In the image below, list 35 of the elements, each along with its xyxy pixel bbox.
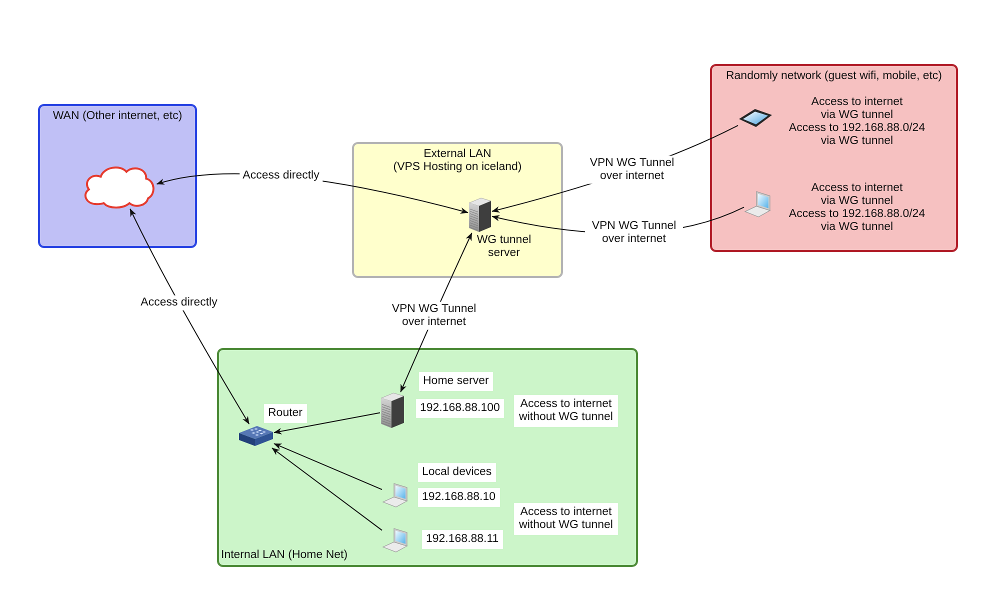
access-note: Access to internet without WG tunnel (514, 503, 618, 536)
access-note: Access to 192.168.88.0/24 via WG tunnel (788, 122, 926, 148)
server-icon (468, 197, 492, 233)
router-icon (238, 424, 274, 448)
device-label: Home server (419, 372, 493, 392)
laptop-icon (382, 482, 408, 508)
connector-arrow (274, 412, 380, 434)
connector-arrow (272, 448, 382, 531)
connector-arrow (130, 208, 250, 424)
zone-title: Internal LAN (Home Net) (221, 548, 348, 562)
connector-arrow (274, 443, 382, 490)
group-label: Local devices (418, 463, 496, 482)
access-note: Access to internet without WG tunnel (514, 395, 618, 428)
device-caption: WG tunnel server (476, 234, 532, 260)
ip-address: 192.168.88.11 (422, 530, 503, 550)
network-zone (352, 142, 563, 278)
laptop-icon (744, 190, 771, 218)
edge-label: Access directly (240, 168, 322, 184)
network-zone (217, 348, 638, 567)
zone-title: External LAN (424, 148, 492, 162)
access-note: Access to internet via WG tunnel (810, 182, 904, 208)
zone-title: Randomly network (guest wifi, mobile, etc) (726, 70, 942, 84)
device-label: Router (264, 404, 307, 424)
ip-address: 192.168.88.10 (418, 488, 500, 508)
laptop-icon (382, 527, 408, 553)
ip-address: 192.168.88.100 (416, 399, 504, 418)
access-note: Access to internet via WG tunnel (810, 96, 904, 122)
network-zone (710, 64, 958, 252)
network-zone (38, 104, 197, 248)
edge-label: Access directly (138, 295, 220, 311)
server-icon (380, 392, 405, 429)
zone-title: (VPS Hosting on iceland) (393, 161, 522, 174)
tablet-icon (738, 108, 773, 128)
access-note: Access to 192.168.88.0/24 via WG tunnel (788, 208, 926, 234)
zone-title: WAN (Other internet, etc) (52, 110, 182, 124)
